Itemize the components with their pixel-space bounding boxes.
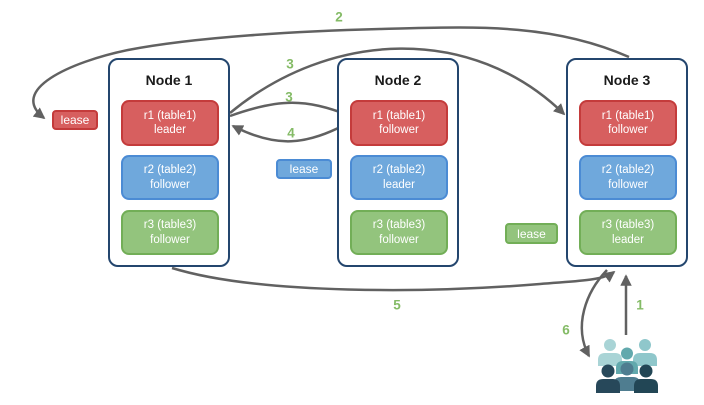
arrow-step6-node3-to-users (579, 269, 608, 358)
user-front-left (596, 364, 620, 393)
replica-name: r2 (table2) (372, 164, 426, 176)
arrow-step3-node1-to-node3 (229, 47, 566, 116)
lease-badge-table1: lease (52, 110, 98, 130)
user-back-right (633, 339, 657, 366)
replica-role: follower (150, 233, 190, 246)
replica-role: follower (150, 178, 190, 191)
replica-name: r3 (table3) (372, 219, 426, 231)
user-back-left (598, 339, 622, 366)
replica-name: r2 (table2) (143, 164, 197, 176)
step-label-6: 6 (562, 322, 570, 338)
replica-name: r1 (table1) (601, 109, 655, 122)
step-label-3a: 3 (286, 56, 294, 72)
node-3: Node 3 r1 (table1) follower r2 (table2) … (566, 58, 688, 267)
user-front-right (634, 364, 658, 393)
node-2-replica-r3: r3 (table3) follower (350, 210, 448, 255)
node-3-replica-r3: r3 (table3) leader (579, 210, 677, 255)
replica-name: r1 (table1) (143, 109, 197, 122)
node-2-title: Node 2 (374, 72, 422, 88)
step-label-5: 5 (393, 297, 401, 313)
node-1-replica-r3: r3 (table3) follower (121, 210, 219, 255)
step-label-1: 1 (636, 297, 644, 313)
node-1: Node 1 r1 (table1) leader r2 (table2) fo… (108, 58, 230, 267)
replica-role: follower (608, 178, 648, 191)
user-front-center (614, 362, 640, 391)
replica-role: leader (383, 178, 415, 191)
replica-name: r1 (table1) (372, 109, 426, 122)
replica-role: follower (379, 124, 419, 136)
arrow-step5-node1-to-node3 (171, 266, 616, 292)
replica-role: leader (612, 233, 644, 246)
user-group-icon (596, 339, 658, 393)
arrow-step2-node3-to-lease1 (32, 26, 630, 120)
step-label-4: 4 (287, 125, 295, 141)
lease-badge-table2: lease (276, 159, 332, 179)
node-1-replica-r1: r1 (table1) leader (121, 100, 219, 146)
replica-role: follower (608, 124, 648, 136)
node-2-replica-r2: r2 (table2) leader (350, 155, 448, 200)
node-2: Node 2 r1 (table1) follower r2 (table2) … (337, 58, 459, 267)
step-label-3b: 3 (285, 89, 293, 105)
replica-role: follower (379, 233, 419, 246)
replica-name: r3 (table3) (143, 219, 197, 231)
arrow-step3-node1-to-node2 (229, 101, 350, 118)
replica-name: r3 (table3) (601, 219, 655, 231)
node-2-replica-r1: r1 (table1) follower (350, 100, 448, 146)
arrow-step4-node2-to-node1 (231, 120, 351, 143)
replica-role: leader (154, 124, 186, 136)
node-1-title: Node 1 (145, 72, 193, 88)
step-label-2: 2 (335, 9, 343, 25)
node-3-title: Node 3 (603, 72, 651, 88)
node-3-replica-r1: r1 (table1) follower (579, 100, 677, 146)
node-3-replica-r2: r2 (table2) follower (579, 155, 677, 200)
replica-name: r2 (table2) (601, 164, 655, 176)
lease-badge-table3: lease (505, 223, 558, 244)
node-1-replica-r2: r2 (table2) follower (121, 155, 219, 200)
